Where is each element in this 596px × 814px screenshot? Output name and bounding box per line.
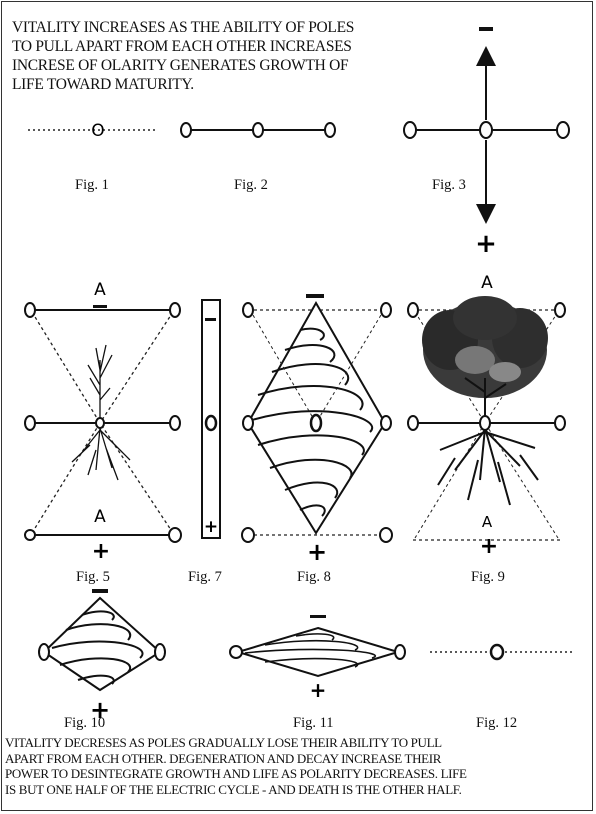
caption-fig-8: Fig. 8 [297,569,331,586]
pole-label-a: A [482,513,493,531]
neutral-node: O [91,121,104,141]
caption-fig-9: Fig. 9 [471,569,505,586]
figure-2 [181,123,335,137]
plus-sign: + [307,538,327,566]
caption-fig-12: Fig. 12 [476,715,517,732]
footer-text: VITALITY DECRESES AS POLES GRADUALLY LOS… [5,735,591,797]
pole-label-a: A [94,280,106,300]
caption-fig-3: Fig. 3 [432,177,466,194]
pole-label-a: A [481,273,493,293]
caption-fig-11: Fig. 11 [293,715,334,732]
minus-sign [310,615,326,618]
footer-line: APART FROM EACH OTHER. DEGENERATION AND … [5,751,591,767]
footer-line: VITALITY DECRESES AS POLES GRADUALLY LOS… [5,735,591,751]
caption-fig-10: Fig. 10 [64,715,105,732]
figure-9: A A + [408,273,565,559]
minus-sign [205,318,216,321]
figure-5: A A + [25,280,181,564]
neutral-node [491,645,503,659]
pole-label-a: A [94,507,106,527]
figure-1: O [28,121,155,141]
figure-3: + [404,27,569,259]
footer-line: IS BUT ONE HALF OF THE ELECTRIC CYCLE - … [5,782,591,798]
minus-sign [92,589,108,593]
neutral-node [253,123,263,137]
figure-12 [430,645,575,659]
caption-fig-2: Fig. 2 [234,177,268,194]
caption-fig-1: Fig. 1 [75,177,109,194]
plus-sign: + [92,539,110,564]
plus-sign: + [204,517,218,537]
minus-sign [479,27,493,31]
footer-line: POWER TO DESINTEGRATE GROWTH AND LIFE AS… [5,766,591,782]
caption-fig-5: Fig. 5 [76,569,110,586]
plus-sign: + [310,678,327,702]
figure-11: + [230,615,405,702]
plus-sign: + [475,229,497,259]
figure-10: + [39,589,165,724]
figure-7: + [202,300,220,538]
tree-trunk-roots [438,378,538,505]
minus-sign [306,294,324,298]
pole-node [325,123,335,137]
plus-sign: + [480,534,498,559]
pole-node [181,123,191,137]
sprout-drawing [72,345,130,480]
caption-fig-7: Fig. 7 [188,569,222,586]
figure-8: + [242,294,392,566]
